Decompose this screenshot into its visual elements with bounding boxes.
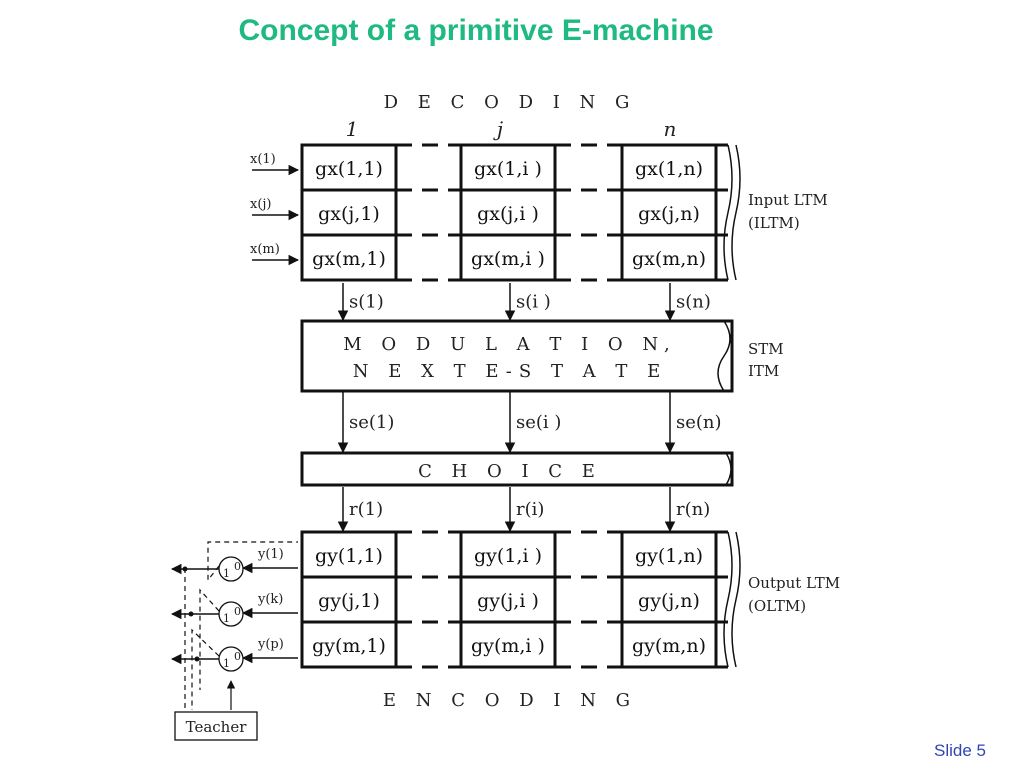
iltm-column-frame bbox=[300, 143, 398, 282]
side-label-output-ltm-abbr: (OLTM) bbox=[748, 597, 806, 615]
feedback-dashed-line bbox=[191, 628, 220, 710]
input-signal-label: x(m) bbox=[250, 242, 280, 257]
input-signal-label: x(j) bbox=[250, 197, 272, 212]
s-signal-label: s(i ) bbox=[516, 292, 551, 313]
side-label-input-ltm-abbr: (ILTM) bbox=[748, 214, 800, 232]
side-label-itm: ITM bbox=[748, 362, 779, 380]
se-signal-label: se(1) bbox=[349, 412, 394, 433]
oltm-cell: gy(1,i ) bbox=[474, 545, 542, 567]
iltm-cell: gx(m,n) bbox=[632, 248, 706, 270]
oltm-cell: gy(m,i ) bbox=[471, 635, 545, 657]
oltm-column-frame bbox=[459, 530, 557, 669]
junction-dot bbox=[194, 656, 200, 662]
se-signal-label: se(i ) bbox=[516, 412, 561, 433]
r-signal-label: r(n) bbox=[676, 499, 710, 520]
output-signal-label: y(k) bbox=[257, 592, 283, 607]
next-estate-label: N E X T E-S T A T E bbox=[353, 361, 668, 382]
junction-dot bbox=[188, 611, 194, 617]
oltm-cell: gy(j,i ) bbox=[477, 590, 539, 612]
encoding-label: E N C O D I N G bbox=[383, 690, 637, 711]
switch-label-zero: 0 bbox=[234, 605, 241, 618]
oltm-column-frame bbox=[300, 530, 398, 669]
switch-label-one: 1 bbox=[223, 612, 230, 625]
side-label-input-ltm: Input LTM bbox=[748, 191, 828, 209]
oltm-cell: gy(m,1) bbox=[312, 635, 386, 657]
oltm-break-mark bbox=[723, 531, 733, 668]
oltm-cell: gy(1,1) bbox=[315, 545, 383, 567]
iltm-cell: gx(1,i ) bbox=[474, 158, 542, 180]
modulation-break-mark bbox=[717, 320, 731, 392]
r-signal-label: r(i) bbox=[516, 499, 544, 520]
switch-label-zero: 0 bbox=[234, 650, 241, 663]
iltm-cell: gx(j,i ) bbox=[477, 203, 539, 225]
slide-number: Slide 5 bbox=[934, 741, 986, 760]
switch-label-one: 1 bbox=[223, 567, 230, 580]
feedback-dashed-line bbox=[207, 541, 298, 582]
iltm-cell: gx(1,n) bbox=[635, 158, 703, 180]
s-signal-label: s(n) bbox=[676, 292, 711, 313]
iltm-break-mark bbox=[731, 144, 741, 281]
oltm-column-frame bbox=[620, 530, 718, 669]
output-signal-label: y(1) bbox=[257, 547, 284, 562]
slide-title: Concept of a primitive E-machine bbox=[238, 14, 714, 47]
output-signal-label: y(p) bbox=[257, 637, 284, 652]
iltm-column-frame bbox=[620, 143, 718, 282]
oltm-cell: gy(j,1) bbox=[318, 590, 380, 612]
oltm-cell: gy(j,n) bbox=[638, 590, 700, 612]
modulation-box bbox=[300, 319, 734, 393]
modulation-label: M O D U L A T I O N, bbox=[343, 334, 676, 355]
iltm-cell: gx(m,i ) bbox=[471, 248, 545, 270]
choice-box bbox=[300, 451, 734, 487]
switch-label-zero: 0 bbox=[234, 560, 241, 573]
r-signal-label: r(1) bbox=[349, 499, 383, 520]
side-label-stm: STM bbox=[748, 340, 784, 358]
side-label-output-ltm: Output LTM bbox=[748, 574, 840, 592]
iltm-break-mark bbox=[723, 144, 733, 281]
iltm-cell: gx(1,1) bbox=[315, 158, 383, 180]
oltm-break-mark bbox=[731, 531, 741, 668]
iltm-cell: gx(j,n) bbox=[638, 203, 700, 225]
s-signal-label: s(1) bbox=[349, 292, 384, 313]
column-header: n bbox=[664, 117, 677, 141]
se-signal-label: se(n) bbox=[676, 412, 722, 433]
teacher-label: Teacher bbox=[186, 718, 248, 736]
oltm-cell: gy(1,n) bbox=[635, 545, 703, 567]
column-header: 1 bbox=[346, 117, 359, 141]
switch-label-one: 1 bbox=[223, 657, 230, 670]
iltm-column-frame bbox=[459, 143, 557, 282]
input-signal-label: x(1) bbox=[250, 152, 276, 167]
choice-break-mark bbox=[725, 452, 732, 486]
iltm-cell: gx(m,1) bbox=[312, 248, 386, 270]
column-header: j bbox=[493, 117, 503, 141]
decoding-label: D E C O D I N G bbox=[384, 92, 637, 113]
oltm-cell: gy(m,n) bbox=[632, 635, 706, 657]
feedback-dashed-line bbox=[199, 588, 220, 690]
teacher-box bbox=[174, 711, 258, 741]
iltm-cell: gx(j,1) bbox=[318, 203, 380, 225]
choice-label: C H O I C E bbox=[418, 461, 602, 482]
